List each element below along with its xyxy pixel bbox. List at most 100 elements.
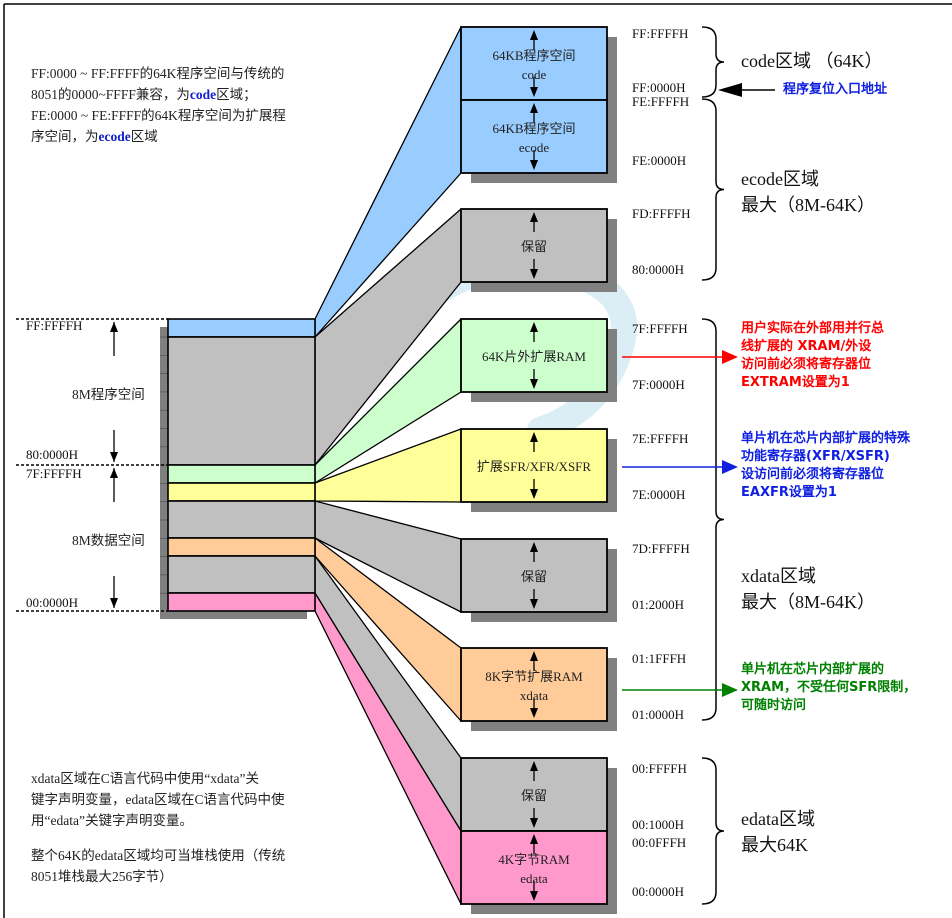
block-arrow-down-icon xyxy=(530,87,538,97)
address-reserved-edata-lo: 00:1000H xyxy=(632,817,684,832)
block-arrow-up-icon xyxy=(530,761,538,771)
annotation-line: 用户实际在外部用并行总 xyxy=(741,321,885,336)
bracket-edata xyxy=(701,757,725,905)
memory-block-label-reserved-edata: 保留 xyxy=(461,786,607,805)
block-arrow-down-icon xyxy=(530,708,538,718)
block-arrow-up-icon xyxy=(530,30,538,40)
program-space-arrow-up-head xyxy=(110,322,118,332)
address-code-hi: FF:FFFFH xyxy=(632,26,689,41)
label-8m-data-space: 8M数据空间 xyxy=(72,533,145,548)
address-ext-ram-lo: 7F:0000H xyxy=(632,377,685,392)
left-stripe-reserved-data xyxy=(167,500,316,539)
block-label-line2: xdata xyxy=(519,688,549,703)
region-line: ecode区域 xyxy=(741,169,819,189)
left-addr-bottom: 00:0000H xyxy=(26,595,78,610)
annotation-line: 可随时访问 xyxy=(741,698,807,713)
note-xdata-edata: xdata区域在C语言代码中使用“xdata”关 键字声明变量，edata区域在… xyxy=(31,768,361,887)
address-reserved-xdata-lo: 01:2000H xyxy=(632,597,684,612)
memory-block-label-reserved-program: 保留 xyxy=(461,237,607,256)
address-ext-sfr-lo: 7E:0000H xyxy=(632,487,686,502)
left-stripe-edata-4k xyxy=(167,592,316,612)
data-space-arrow-up-head xyxy=(110,468,118,478)
address-xdata-8k-lo: 01:0000H xyxy=(632,707,684,722)
address-code-lo: FF:0000H xyxy=(632,80,686,95)
block-arrow-up-icon xyxy=(530,212,538,222)
annotation-line: 线扩展的 XRAM/外设 xyxy=(741,339,872,354)
annotation-ext-ram: 用户实际在外部用并行总 线扩展的 XRAM/外设 访问前必须将寄存器位 EXTR… xyxy=(741,320,884,392)
note-line: 8051的0000~FFFF兼容，为code区域； xyxy=(31,84,351,105)
note-line: FF:0000 ~ FF:FFFF的64K程序空间与传统的 xyxy=(31,66,285,81)
block-arrow-up-icon xyxy=(530,651,538,661)
address-edata-4k-lo: 00:0000H xyxy=(632,884,684,899)
block-label-line1: 64K片外扩展RAM xyxy=(481,349,586,364)
region-edata-label: edata区域 最大64K xyxy=(741,806,815,858)
address-ecode-lo: FE:0000H xyxy=(632,153,687,168)
address-edata-4k-hi: 00:0FFFH xyxy=(632,835,687,850)
block-label-line1: 保留 xyxy=(520,569,547,584)
bracket-code xyxy=(701,26,725,98)
block-label-line2: ecode xyxy=(518,140,550,155)
address-reserved-xdata-hi: 7D:FFFFH xyxy=(632,541,690,556)
region-line: xdata区域 xyxy=(741,566,816,586)
block-arrow-down-icon xyxy=(530,818,538,828)
note-text: 区域 xyxy=(130,129,158,144)
block-arrow-down-icon xyxy=(530,489,538,499)
bracket-ecode xyxy=(701,98,725,281)
block-arrow-up-icon xyxy=(530,834,538,844)
block-label-line1: 64KB程序空间 xyxy=(492,48,576,63)
memory-block-label-ext-ram: 64K片外扩展RAM xyxy=(461,347,607,366)
address-ext-ram-hi: 7F:FFFFH xyxy=(632,321,688,336)
note-text: 8051的0000~FFFF兼容，为 xyxy=(31,87,190,102)
block-label-line2: code xyxy=(521,67,547,82)
annotation-line: EAXFR设置为1 xyxy=(741,485,837,500)
note-line: 用“edata”关键字声明变量。 xyxy=(31,813,193,828)
memory-block-label-ext-sfr: 扩展SFR/XFR/XSFR xyxy=(461,457,607,476)
region-xdata-label: xdata区域 最大（8M-64K） xyxy=(741,563,875,615)
region-line: 最大（8M-64K） xyxy=(741,195,875,215)
left-addr-7f-ffff: 7F:FFFFH xyxy=(26,466,82,481)
annotation-line: 访问前必须将寄存器位 xyxy=(741,357,872,372)
block-arrow-up-icon xyxy=(530,322,538,332)
block-arrow-down-icon xyxy=(530,269,538,279)
note-keyword-ecode: ecode xyxy=(98,129,131,144)
left-addr-top: FF:FFFFH xyxy=(26,318,83,333)
note-text: 区域； xyxy=(216,87,257,102)
block-label-line1: 保留 xyxy=(520,788,547,803)
annotation-line: XRAM，不受任何SFR限制， xyxy=(741,680,917,695)
left-addr-80-0000: 80:0000H xyxy=(26,447,78,462)
annotation-line: 设访问前必须将寄存器位 xyxy=(741,467,885,482)
reset-arrow-head-icon xyxy=(718,83,742,97)
arrow-internal-xram-head xyxy=(722,683,738,697)
left-column-shadow xyxy=(160,327,168,619)
bracket-xdata xyxy=(701,318,725,721)
note-line: 序空间，为ecode区域 xyxy=(31,126,351,147)
left-stripe-ext-sfr xyxy=(167,482,316,502)
block-arrow-down-icon xyxy=(530,379,538,389)
block-arrow-down-icon xyxy=(530,891,538,901)
region-code-label: code区域 （64K） xyxy=(741,51,883,71)
block-arrow-up-icon xyxy=(530,542,538,552)
block-label-line1: 8K字节扩展RAM xyxy=(485,669,583,684)
data-space-arrow-down-head xyxy=(110,598,118,608)
block-label-line1: 保留 xyxy=(520,239,547,254)
region-line: 最大64K xyxy=(741,835,808,855)
block-arrow-up-icon xyxy=(530,432,538,442)
left-stripe-program-rest xyxy=(167,336,316,466)
note-line: xdata区域在C语言代码中使用“xdata”关 xyxy=(31,771,259,786)
address-reserved-program-hi: FD:FFFFH xyxy=(632,206,691,221)
annotation-line: EXTRAM设置为1 xyxy=(741,375,850,390)
annotation-ext-sfr: 单片机在芯片内部扩展的特殊 功能寄存器(XFR/XSFR) 设访问前必须将寄存器… xyxy=(741,430,910,502)
block-label-line1: 扩展SFR/XFR/XSFR xyxy=(476,459,592,474)
block-label-line1: 4K字节RAM xyxy=(498,852,570,867)
block-label-line1: 64KB程序空间 xyxy=(492,121,576,136)
region-line: edata区域 xyxy=(741,809,815,829)
address-reserved-edata-hi: 00:FFFFH xyxy=(632,761,687,776)
arrow-ext-ram-head xyxy=(722,350,738,364)
note-line: 8051堆栈最大256字节） xyxy=(31,869,173,884)
memory-block-label-xdata-8k: 8K字节扩展RAM xdata xyxy=(461,667,607,705)
address-xdata-8k-hi: 01:1FFFH xyxy=(632,651,687,666)
memory-block-label-ecode: 64KB程序空间 ecode xyxy=(461,119,607,157)
address-ecode-hi: FE:FFFFH xyxy=(632,94,690,109)
note-text: 序空间，为 xyxy=(31,129,99,144)
